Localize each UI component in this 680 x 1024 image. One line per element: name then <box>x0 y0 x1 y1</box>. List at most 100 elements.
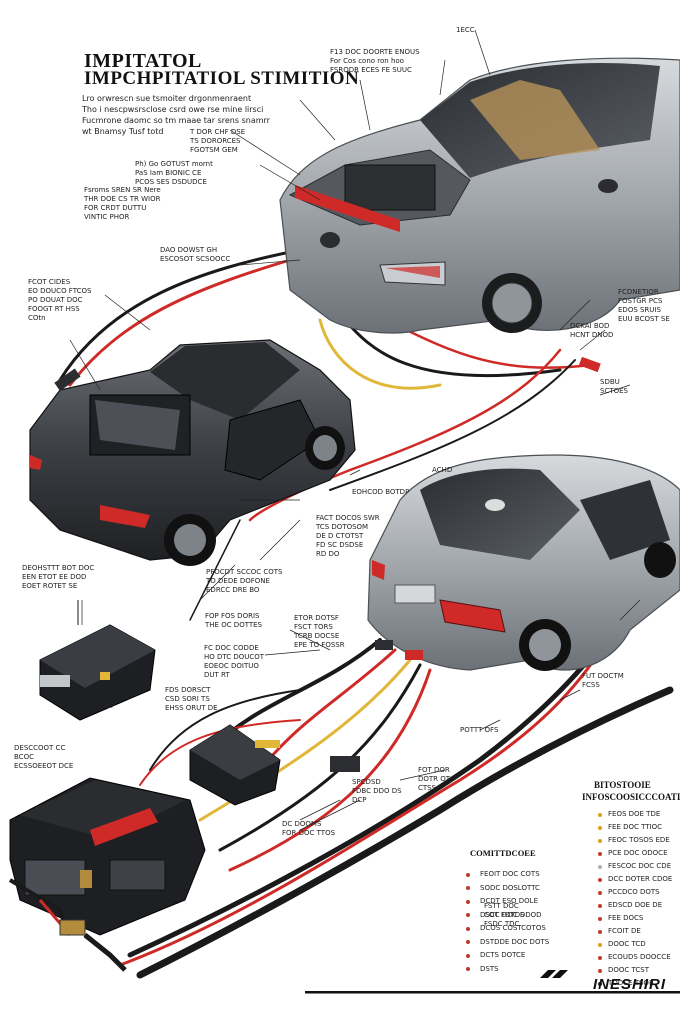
bullet-dot-icon <box>598 942 602 947</box>
list-item: SODC DOSLOTTC <box>466 882 549 896</box>
callout-right-4: FUT DOCTM FCSS <box>582 672 624 689</box>
list-item-label: DSTS <box>480 964 499 973</box>
callout-leader-lines <box>69 29 641 831</box>
bullet-dot-icon <box>598 812 602 817</box>
list-item-label: FCOIT DE <box>608 927 641 935</box>
callout-mid-1: ACHD <box>432 466 453 474</box>
list-item: PCE DOC ODOCE <box>598 847 672 860</box>
callout-low-2: SPCDSD FDBC DDO DS DCP <box>352 778 402 804</box>
middle-car-illustration <box>29 339 356 566</box>
list-item: PCCDCO DOTS <box>598 886 672 899</box>
diagram-title-line2: IMPCHPITATIOL STIMITION <box>84 68 360 89</box>
bullet-dot-icon <box>466 926 470 931</box>
bullet-dot-icon <box>466 872 470 877</box>
intro-text: Lro orwrescn sue tsmoiter drgonmenraent … <box>82 94 270 136</box>
callout-mid-3: FACT DOCOS SWR TCS DOTOSOM DE D CTOTST F… <box>316 514 380 558</box>
callout-left-3: Fsroms SREN SR Nere THR DOE CS TR WIOR F… <box>84 186 161 221</box>
list-item: DCC DOTER CDOE <box>598 873 672 886</box>
bullet-dot-icon <box>598 838 602 843</box>
callout-top-right: 1ECC <box>456 26 475 34</box>
list-item-label: EDSCD DOE DE <box>608 901 663 909</box>
wire-harness <box>58 248 674 979</box>
callout-mid-4: PFOCDT SCCOC COTS TO DEDE DOFONE EDRCC D… <box>206 568 283 594</box>
list-item-label: FESCOC DOC CDE <box>608 862 672 870</box>
brand-stripe <box>305 970 680 994</box>
callout-mid-2: EOHCOD BOTDP <box>352 488 410 496</box>
callout-mid-6: ETOR DOTSF FSCT TORS TCRB DOCSE EPE TO F… <box>294 614 345 649</box>
diagram-title-line1: IMPITATOL <box>84 50 202 72</box>
list-item: ECOUDS DOOCCE <box>598 951 672 964</box>
callout-right-2: DCKAI BOD HCNT DNOD <box>570 322 614 339</box>
list-item-label: DCC DOTER CDOE <box>608 875 673 883</box>
callout-left-5: FCOT CIDES EO DOUCO FTCOS PO DOUAT DOC F… <box>28 278 92 322</box>
side-panel-subtitle: INFOSCOOSICCCOATION <box>582 792 680 802</box>
ecu-block-illustration <box>8 777 206 972</box>
callout-low-1: FDS DORSCT CSD SORI TS EHSS ORUT DE <box>165 686 218 712</box>
bullet-dot-icon <box>466 899 470 904</box>
list-item: FEE DOC TTIOC <box>598 821 672 834</box>
list-item-label: FEE DOC TTIOC <box>608 823 663 831</box>
list-item-label: DOOC TCST <box>608 966 649 974</box>
callout-mid-7: FC DOC CODDE HO DTC DOUCOT EOEOC DOITUO … <box>204 644 265 679</box>
bullet-dot-icon <box>598 851 602 856</box>
list-item: DCOS COSTCOTOS <box>466 922 549 936</box>
bullet-dot-icon <box>598 825 602 830</box>
list-item: DSTS <box>466 963 549 977</box>
list-item-label: PCCDCO DOTS <box>608 888 660 896</box>
list-item-label: FEE DOCS <box>608 914 644 922</box>
callout-right-3: SDBU SCTOES <box>600 378 628 395</box>
bullet-dot-icon <box>466 940 470 945</box>
list-item: DCTS DOTCE <box>466 949 549 963</box>
list-item-label: FEOS DOE TDE <box>608 810 661 818</box>
list-item-label: PCE DOC ODOCE <box>608 849 668 857</box>
list-item: FEOC TOSOS EDE <box>598 834 672 847</box>
bullet-dot-icon <box>466 953 470 958</box>
side-panel-title: BITOSTOOIE <box>594 780 651 790</box>
list-item-label: FEOIT DOC COTS <box>480 870 540 879</box>
rear-car-illustration <box>367 454 680 671</box>
list-item: TODCE TSOB <box>598 977 672 990</box>
list-item: FCOIT DE <box>598 925 672 938</box>
components-panel-list: FEOIT DOC COTS SODC DOSLOTTC DCDT ESO DOLE… <box>466 868 549 976</box>
list-item: DOOC TCD <box>598 938 672 951</box>
list-item: EDSCD DOE DE <box>598 899 672 912</box>
bullet-dot-icon <box>466 886 470 891</box>
list-item-label: ECOUDS DOOCCE <box>608 953 671 961</box>
callout-right-5: POTTT OFS <box>460 726 499 734</box>
bullet-dot-icon <box>598 916 602 921</box>
bullet-dot-icon <box>598 864 602 869</box>
bullet-dot-icon <box>598 968 602 973</box>
callout-bottom-mid: FSTT DOC COT FOTDS FSDC TDC <box>484 902 525 928</box>
relay-module-illustration <box>39 600 156 721</box>
relay-label: BDOT <box>94 702 114 710</box>
callout-mid-5: FOP FOS DORIS THE OC DOTTES <box>205 612 263 629</box>
side-panel-list: FEOS DOE TDE FEE DOC TTIOC FEOC TOSOS EDE P… <box>598 808 672 990</box>
list-item: DCDT ESO DOLE <box>466 895 549 909</box>
list-item: DSTDDE DOC DOTS <box>466 936 549 950</box>
bullet-dot-icon <box>598 890 602 895</box>
connector-box-illustration <box>189 724 360 806</box>
bullet-dot-icon <box>598 955 602 960</box>
list-item-label: DCOS COSTCOTOS <box>480 924 546 933</box>
bullet-dot-icon <box>466 967 470 972</box>
list-item: FEE DOCS <box>598 912 672 925</box>
list-item: FEOIT DOC COTS <box>466 868 549 882</box>
callout-left-7: DESCCOOT CC BCOC ECSSOEEOT DCE <box>14 744 74 770</box>
callout-low-3: DC DOOMS FOR DOC TTOS <box>282 820 336 837</box>
list-item: DOOC TCST <box>598 964 672 977</box>
list-item-label: SODC DOSLOTTC <box>480 883 540 892</box>
callout-right-1: FCDNETIOR FOSTGR PCS EDOS SRUIS EUU BCOS… <box>618 288 670 323</box>
callout-left-6: DEOHSTTT BOT DOC EEN ETOT EE DOD EOET RO… <box>22 564 95 590</box>
components-panel-title: COMITTDCOEE <box>470 848 536 858</box>
terminal-connectors <box>54 356 601 660</box>
bullet-dot-icon <box>466 913 470 918</box>
callout-low-4: FOT DOR DOTR OT CTSS <box>418 766 451 792</box>
bullet-dot-icon <box>598 981 602 986</box>
list-item-label: DCDT ESO DOLE <box>480 897 538 906</box>
list-item: DSCC DOC DDOD <box>466 909 549 923</box>
top-car-illustration <box>279 57 680 334</box>
bullet-dot-icon <box>598 903 602 908</box>
bullet-dot-icon <box>598 877 602 882</box>
bullet-dot-icon <box>598 929 602 934</box>
